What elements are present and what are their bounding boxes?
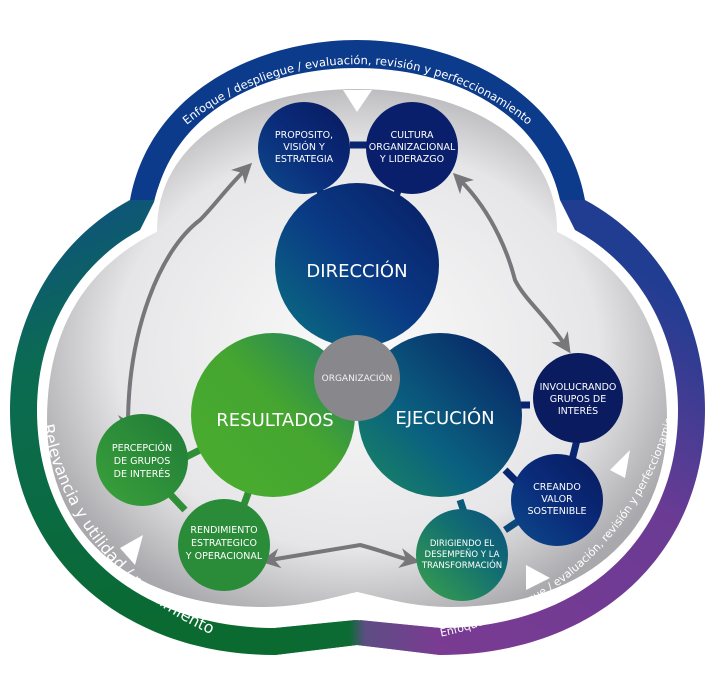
node-dirigiendo-line1: DIRIGIENDO EL — [430, 539, 495, 549]
node-rendimiento-line1: RENDIMIENTO — [190, 525, 257, 536]
node-dirigiendo-line3: TRANSFORMACIÓN — [421, 559, 502, 571]
organizacion-center-circle[interactable] — [314, 335, 400, 421]
ejecucion-label: EJECUCIÓN — [395, 407, 494, 429]
node-proposito-line2: VISIÓN Y — [283, 141, 325, 153]
node-percepcion-circle[interactable] — [96, 414, 188, 506]
node-creando-line3: SOSTENIBLE — [527, 506, 586, 517]
node-involucrando-circle[interactable] — [533, 353, 623, 443]
node-involucrando-line1: INVOLUCRANDO — [540, 382, 617, 393]
node-involucrando[interactable]: INVOLUCRANDO GRUPOS DE INTERÉS — [533, 353, 623, 443]
outer-band — [10, 40, 705, 655]
arrow-left-up — [118, 162, 253, 435]
resultados-label: RESULTADOS — [216, 410, 333, 431]
node-creando-line1: CREANDO — [533, 482, 581, 493]
node-dirigiendo[interactable]: DIRIGIENDO EL DESEMPEÑO Y LA TRANSFORMAC… — [416, 509, 508, 601]
direccion-circle[interactable] — [275, 183, 439, 347]
outer-band-bottom-join — [275, 620, 440, 655]
triangle-marker-left — [120, 535, 143, 565]
node-cultura-line2: ORGANIZACIONAL — [369, 142, 456, 153]
outer-band-blue-top — [130, 40, 585, 200]
node-proposito-line1: PROPOSITO, — [275, 130, 333, 141]
node-creando[interactable]: CREANDO VALOR SOSTENIBLE — [511, 454, 603, 546]
node-creando-line2: VALOR — [541, 494, 573, 505]
node-involucrando-line3: INTERÉS — [558, 405, 598, 417]
node-cultura-circle[interactable] — [366, 102, 458, 194]
direccion-label: DIRECCIÓN — [306, 260, 407, 282]
triangle-marker-right — [610, 450, 630, 478]
node-proposito-circle[interactable] — [258, 102, 350, 194]
triangle-marker-bottom-right — [526, 565, 550, 590]
triangle-marker-top — [343, 90, 372, 112]
node-percepcion[interactable]: PERCEPCIÓN DE GRUPOS DE INTERÉS — [96, 414, 188, 506]
node-rendimiento-line3: Y OPERACIONAL — [185, 551, 263, 562]
connector-involucrando-creando — [568, 439, 581, 461]
arrow-bottom — [260, 542, 420, 569]
node-proposito-line3: ESTRATEGIA — [275, 154, 334, 165]
node-rendimiento-circle[interactable] — [178, 499, 270, 591]
arrow-right-down — [452, 172, 571, 354]
organizacion-label: ORGANIZACIÓN — [322, 372, 393, 384]
node-involucrando-line2: GRUPOS DE — [550, 394, 607, 405]
node-dirigiendo-line2: DESEMPEÑO Y LA — [425, 549, 500, 560]
node-cultura[interactable]: CULTURA ORGANIZACIONAL Y LIDERAZGO — [366, 102, 458, 194]
node-percepcion-line2: DE GRUPOS — [114, 456, 171, 467]
node-cultura-line3: Y LIDERAZGO — [379, 154, 444, 165]
node-percepcion-line3: DE INTERÉS — [114, 468, 171, 480]
cycle-arrows — [118, 162, 571, 569]
node-rendimiento[interactable]: RENDIMIENTO ESTRATEGICO Y OPERACIONAL — [178, 499, 270, 591]
node-percepcion-line1: PERCEPCIÓN — [112, 442, 172, 454]
node-proposito[interactable]: PROPOSITO, VISIÓN Y ESTRATEGIA — [258, 102, 350, 194]
resultados-circle[interactable] — [191, 333, 355, 497]
node-creando-circle[interactable] — [511, 454, 603, 546]
node-rendimiento-line2: ESTRATEGICO — [191, 538, 257, 549]
node-cultura-line1: CULTURA — [390, 130, 434, 141]
node-dirigiendo-circle[interactable] — [416, 509, 508, 601]
